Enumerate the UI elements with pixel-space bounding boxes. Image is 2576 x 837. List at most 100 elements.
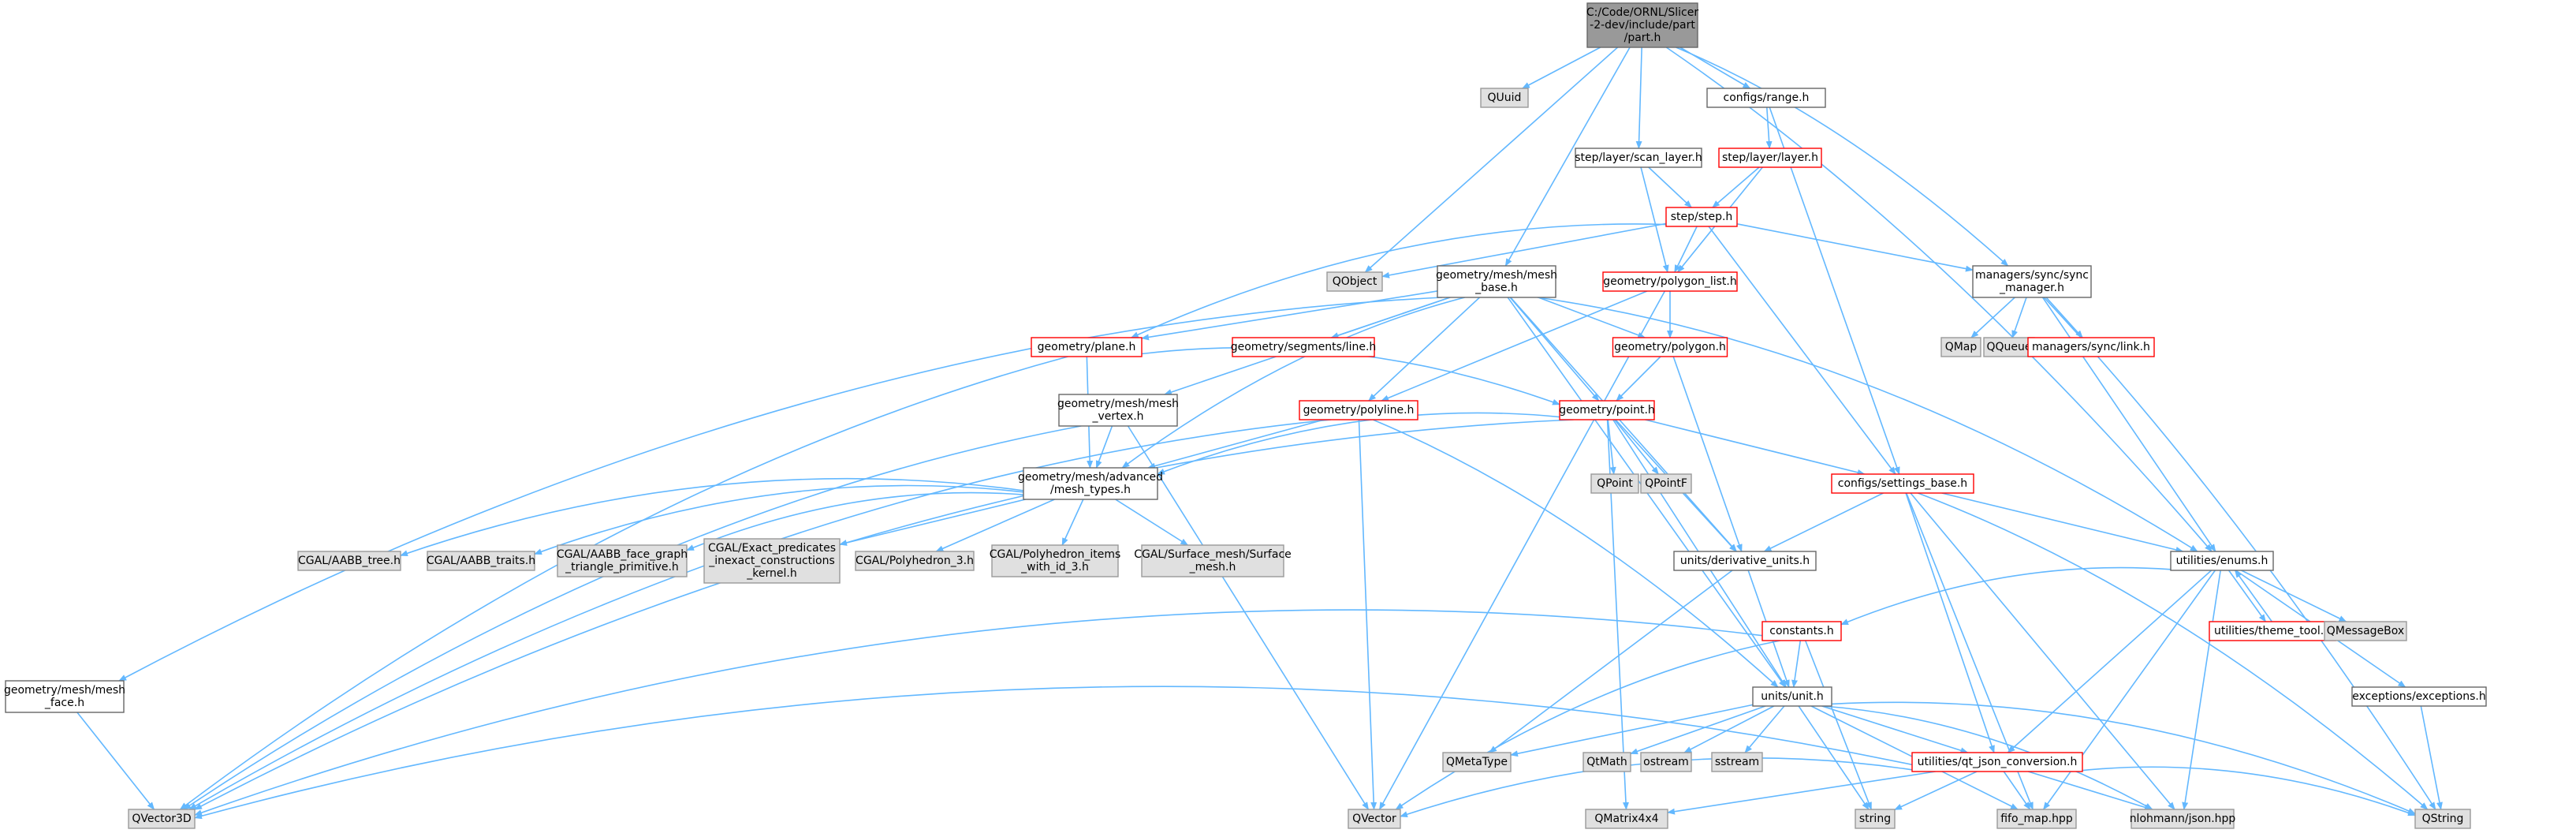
node-label-qvector3d: QVector3D <box>132 813 191 825</box>
node-box-meshface <box>5 680 125 713</box>
node-label-scanlayer: step/layer/scan_layer.h <box>1575 151 1702 164</box>
node-qpointf[interactable]: QPointF <box>1640 473 1692 494</box>
node-point[interactable]: geometry/point.h <box>1559 400 1655 420</box>
node-box-settings <box>1831 473 1974 494</box>
edge-point-to-settings <box>1645 419 1866 476</box>
node-qvector[interactable]: QVector <box>1348 809 1401 829</box>
node-label-plane: geometry/plane.h <box>1038 341 1136 353</box>
node-surfmesh[interactable]: CGAL/Surface_mesh/Surface_mesh.h <box>1134 544 1292 577</box>
node-exactpred[interactable]: CGAL/Exact_predicates_inexact_constructi… <box>703 538 841 584</box>
edge-meshvertex-to-qvector3d <box>183 425 1082 810</box>
node-derivunits[interactable]: units/derivative_units.h <box>1673 551 1817 571</box>
edge-derivunits-to-qmetatype <box>1489 570 1733 753</box>
node-label-layer: step/layer/layer.h <box>1722 151 1818 164</box>
node-box-string <box>1855 809 1896 829</box>
edge-step-to-settings <box>1708 226 1896 475</box>
node-qstring[interactable]: QString <box>2414 809 2471 829</box>
node-part[interactable]: C:/Code/ORNL/Slicer-2-dev/include/part/p… <box>1586 2 1698 48</box>
node-box-polyhedron <box>855 551 975 571</box>
node-polyline[interactable]: geometry/polyline.h <box>1299 400 1418 420</box>
node-qmatrix[interactable]: QMatrix4x4 <box>1585 809 1668 829</box>
node-label-themetool: utilities/theme_tool.h <box>2214 625 2331 637</box>
node-qqueue[interactable]: QQueue <box>1983 337 2035 357</box>
node-fifomap[interactable]: fifo_map.hpp <box>1996 809 2077 829</box>
node-qtmath[interactable]: QtMath <box>1583 752 1631 772</box>
edge-point-to-meshtypes <box>1157 412 1560 475</box>
node-sstream[interactable]: sstream <box>1711 752 1763 772</box>
node-step[interactable]: step/step.h <box>1665 207 1738 227</box>
node-box-synclink <box>2027 337 2155 357</box>
node-plane[interactable]: geometry/plane.h <box>1031 337 1143 357</box>
node-quuid[interactable]: QUuid <box>1480 88 1529 108</box>
node-box-step <box>1665 207 1738 227</box>
edge-layer-to-step <box>1712 166 1760 208</box>
node-polyhedron[interactable]: CGAL/Polyhedron_3.h <box>855 551 975 571</box>
node-box-qobject <box>1326 271 1383 292</box>
node-ostream[interactable]: ostream <box>1640 752 1692 772</box>
node-aabbtraits[interactable]: CGAL/AABB_traits.h <box>427 551 535 571</box>
edge-enums-to-nlohmann <box>2182 570 2221 810</box>
node-meshface[interactable]: geometry/mesh/mesh_face.h <box>4 680 125 713</box>
node-box-qmsgbox <box>2324 621 2407 641</box>
node-label-qmsgbox: QMessageBox <box>2327 625 2404 637</box>
node-label-qpointf: QPointF <box>1645 477 1687 490</box>
node-label-qstring: QString <box>2422 813 2464 825</box>
node-enums[interactable]: utilities/enums.h <box>2170 551 2274 571</box>
node-polylist[interactable]: geometry/polygon_list.h <box>1602 271 1738 292</box>
node-qtjson[interactable]: utilities/qt_json_conversion.h <box>1911 752 2083 772</box>
node-label-sstream: sstream <box>1715 756 1759 768</box>
node-scanlayer[interactable]: step/layer/scan_layer.h <box>1575 148 1702 168</box>
node-label-ostream: ostream <box>1643 756 1689 768</box>
node-qmsgbox[interactable]: QMessageBox <box>2324 621 2407 641</box>
node-box-quuid <box>1480 88 1529 108</box>
node-nlohmann[interactable]: nlohmann/json.hpp <box>2130 809 2236 829</box>
node-themetool[interactable]: utilities/theme_tool.h <box>2209 621 2336 641</box>
edge-unit-to-qstring <box>1831 701 2416 815</box>
edge-constants-to-qvector <box>1395 640 1780 810</box>
node-box-surfmesh <box>1141 544 1284 577</box>
node-polygon[interactable]: geometry/polygon.h <box>1612 337 1728 357</box>
edge-unit-to-qtjson <box>1821 705 1969 754</box>
node-label-part: C:/Code/ORNL/Slicer <box>1586 6 1698 19</box>
node-constants[interactable]: constants.h <box>1761 621 1842 641</box>
node-exceptions[interactable]: exceptions/exceptions.h <box>2351 686 2487 707</box>
node-settings[interactable]: configs/settings_base.h <box>1831 473 1974 494</box>
node-box-qmetatype <box>1442 752 1512 772</box>
node-meshtypes[interactable]: geometry/mesh/advanced/mesh_types.h <box>1018 467 1163 500</box>
node-meshvertex[interactable]: geometry/mesh/mesh_vertex.h <box>1057 394 1179 427</box>
node-label-polyitems: _with_id_3.h <box>1020 561 1089 574</box>
edge-constants-to-qvector3d <box>194 609 1763 816</box>
edge-point-to-qvector3d <box>194 419 1574 810</box>
node-polyitems[interactable]: CGAL/Polyhedron_items_with_id_3.h <box>990 544 1121 577</box>
node-unit[interactable]: units/unit.h <box>1752 686 1832 707</box>
node-box-qtjson <box>1911 752 2083 772</box>
node-synclink[interactable]: managers/sync/link.h <box>2027 337 2155 357</box>
node-meshbase[interactable]: geometry/mesh/mesh_base.h <box>1436 265 1557 298</box>
node-aabbface[interactable]: CGAL/AABB_face_graph_triangle_primitive.… <box>557 544 688 577</box>
node-range[interactable]: configs/range.h <box>1706 88 1826 108</box>
node-qmetatype[interactable]: QMetaType <box>1442 752 1512 772</box>
node-label-meshvertex: geometry/mesh/mesh <box>1057 398 1179 410</box>
node-aabbtree[interactable]: CGAL/AABB_tree.h <box>297 551 401 571</box>
edge-meshtypes-to-exactpred <box>839 499 1026 546</box>
node-label-aabbtree: CGAL/AABB_tree.h <box>298 555 401 567</box>
edge-polygon-to-derivunits <box>1672 356 1743 552</box>
nodes-layer: C:/Code/ORNL/Slicer-2-dev/include/part/p… <box>4 2 2487 829</box>
edge-meshbase-to-derivunits <box>1510 297 1737 552</box>
edge-settings-to-qstring <box>1918 492 2429 810</box>
node-segline[interactable]: geometry/segments/line.h <box>1231 337 1377 357</box>
node-qvector3d[interactable]: QVector3D <box>128 809 196 829</box>
node-layer[interactable]: step/layer/layer.h <box>1718 148 1822 168</box>
edge-qtjson-to-string <box>1894 771 1978 811</box>
node-label-unit: units/unit.h <box>1761 690 1824 703</box>
node-qobject[interactable]: QObject <box>1326 271 1383 292</box>
node-syncmgr[interactable]: managers/sync/sync_manager.h <box>1972 265 2092 298</box>
node-string[interactable]: string <box>1855 809 1896 829</box>
node-label-quuid: QUuid <box>1488 92 1522 104</box>
node-qmap[interactable]: QMap <box>1940 337 1981 357</box>
edge-meshbase-to-meshface <box>118 297 1442 682</box>
edge-unit-to-nlohmann <box>1822 705 2153 810</box>
node-label-constants: constants.h <box>1769 625 1833 637</box>
node-qpoint[interactable]: QPoint <box>1590 473 1639 494</box>
edge-meshface-to-qvector3d <box>76 712 155 810</box>
